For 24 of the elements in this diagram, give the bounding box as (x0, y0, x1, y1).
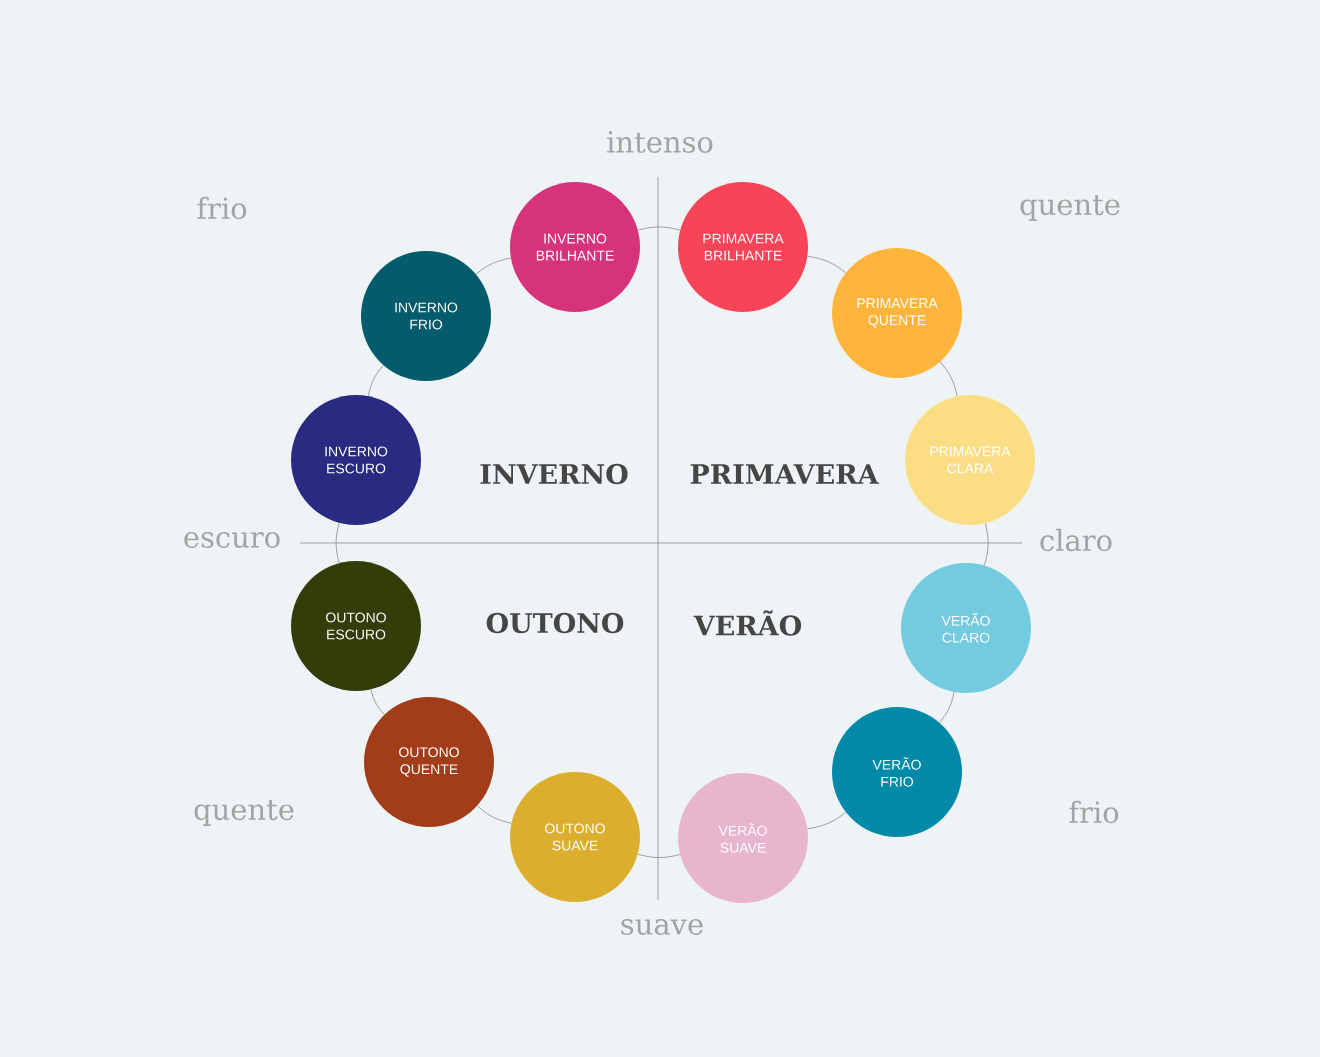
ring-arc (475, 257, 512, 275)
ring-arc (984, 522, 989, 566)
ring-arc (637, 853, 681, 858)
quadrant-label: INVERNO (480, 463, 628, 485)
axis-label: quente (1020, 195, 1120, 221)
axis-label: frio (197, 196, 247, 220)
ring-arc (807, 255, 847, 274)
quadrant-label: PRIMAVERA (690, 464, 879, 484)
ring-arc (939, 361, 958, 397)
ring-arc (637, 226, 681, 231)
ring-arc (939, 691, 955, 723)
axis-label: claro (1040, 528, 1112, 552)
ring-arc (370, 689, 385, 715)
ring-arc (367, 364, 384, 397)
axis-label: escuro (184, 532, 280, 548)
axis-label: suave (621, 919, 703, 935)
axis-label: quente (194, 800, 294, 826)
ring-arc (335, 522, 340, 564)
quadrant-label: OUTONO (486, 612, 624, 634)
ring-arc (807, 811, 847, 830)
axis-label: frio (1069, 800, 1119, 824)
quadrant-label: VERÃO (693, 610, 802, 636)
ring-arc (476, 805, 512, 824)
axis-label: intenso (607, 131, 713, 153)
